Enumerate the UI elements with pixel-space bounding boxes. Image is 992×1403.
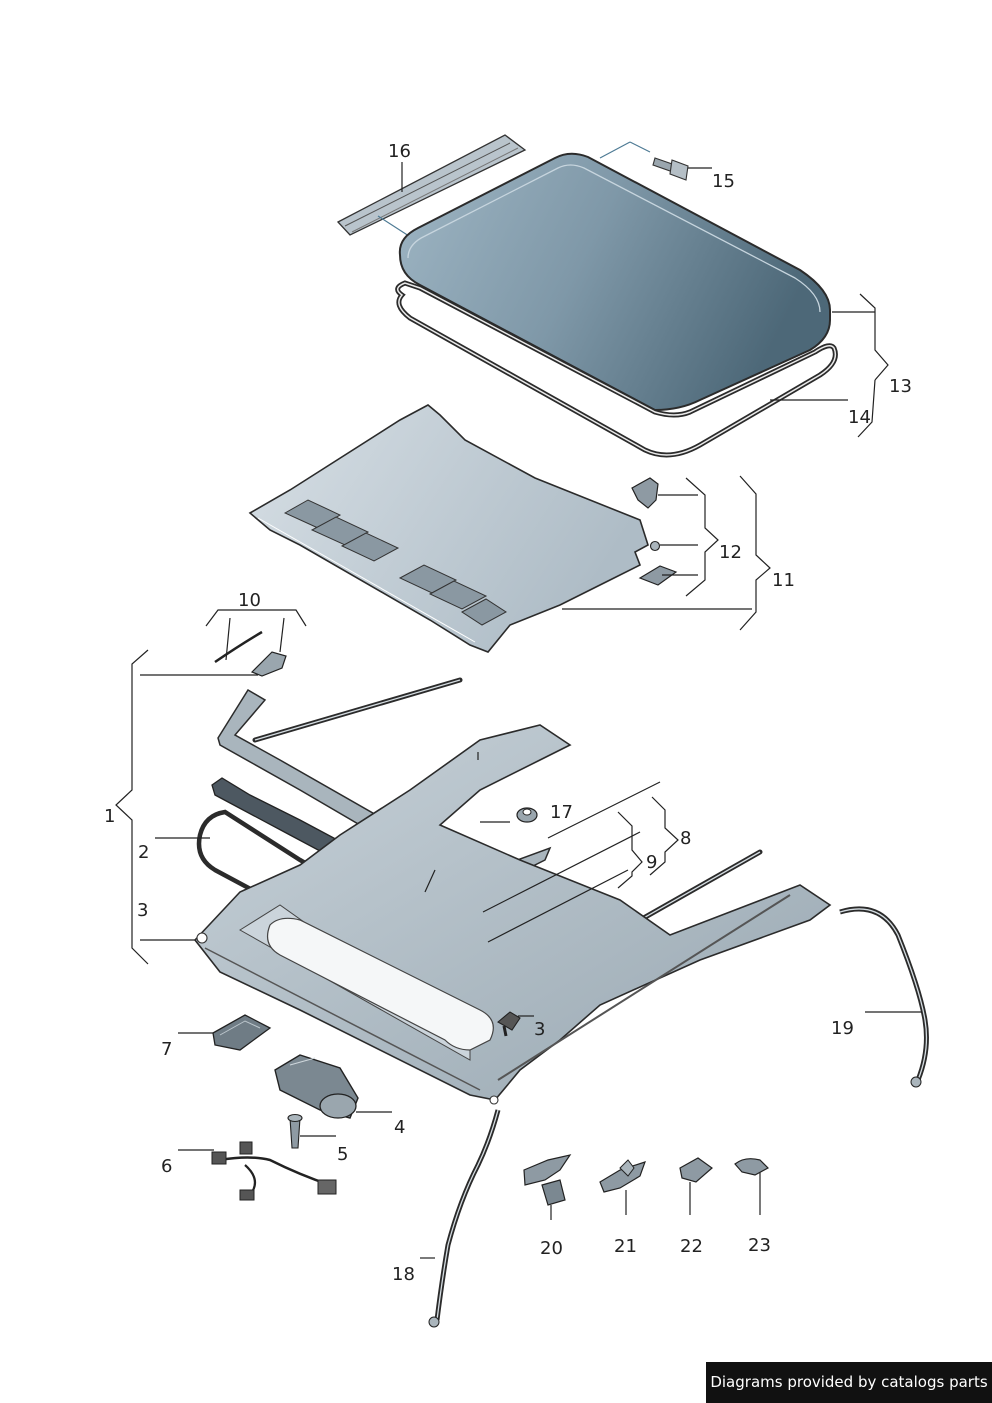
part-6-wiring-harness — [211, 1141, 337, 1201]
brackets — [115, 293, 889, 965]
callout-8: 8 — [680, 828, 691, 849]
part-23-clip — [734, 1158, 769, 1176]
callout-17: 17 — [550, 802, 573, 823]
callout-21: 21 — [614, 1236, 637, 1257]
part-22-clip — [679, 1157, 713, 1183]
part-3-plug — [497, 1011, 521, 1037]
callout-14: 14 — [848, 407, 871, 428]
part-13-glass-panel — [398, 152, 831, 412]
part-17-nut — [516, 807, 538, 823]
callout-1: 1 — [104, 806, 115, 827]
callout-9: 9 — [646, 852, 657, 873]
part-21-clip — [599, 1159, 646, 1193]
callout-3a: 3 — [137, 900, 148, 921]
callout-2: 2 — [138, 842, 149, 863]
part-10-tension-cables — [214, 630, 287, 677]
credit-banner: Diagrams provided by catalogs parts — [706, 1362, 992, 1403]
callout-13: 13 — [889, 376, 912, 397]
part-15-bolt — [652, 157, 689, 181]
callout-12: 12 — [719, 542, 742, 563]
callout-19: 19 — [831, 1018, 854, 1039]
callout-6: 6 — [161, 1156, 172, 1177]
callout-18: 18 — [392, 1264, 415, 1285]
part-12-clip-set — [631, 477, 678, 586]
callout-23: 23 — [748, 1235, 771, 1256]
alignment-line-16 — [377, 215, 413, 239]
part-7-control-unit — [212, 1014, 272, 1051]
callout-labels: 1 2 3 3 4 5 6 7 8 9 10 11 12 13 14 15 16… — [104, 141, 912, 1285]
callout-10: 10 — [238, 590, 261, 611]
callout-15: 15 — [712, 171, 735, 192]
part-19-drain-hose — [839, 906, 929, 1088]
part-5-screw — [287, 1113, 303, 1149]
callout-7: 7 — [161, 1039, 172, 1060]
callout-16: 16 — [388, 141, 411, 162]
part-1-sunroof-frame — [193, 724, 832, 1105]
leader-lines — [140, 162, 922, 1259]
callout-3b: 3 — [534, 1019, 545, 1040]
part-20-clip — [523, 1154, 572, 1206]
part-14-glass-seal — [395, 280, 838, 458]
callout-4: 4 — [394, 1117, 405, 1138]
alignment-line-15 — [599, 141, 651, 159]
part-4-motor — [274, 1054, 359, 1119]
part-18-drain-hose — [428, 1109, 501, 1328]
part-16-deflector-strip — [336, 134, 527, 236]
callout-22: 22 — [680, 1236, 703, 1257]
part-11-sunshade-panel — [248, 404, 649, 653]
callout-11: 11 — [772, 570, 795, 591]
callout-5: 5 — [337, 1144, 348, 1165]
callout-20: 20 — [540, 1238, 563, 1259]
